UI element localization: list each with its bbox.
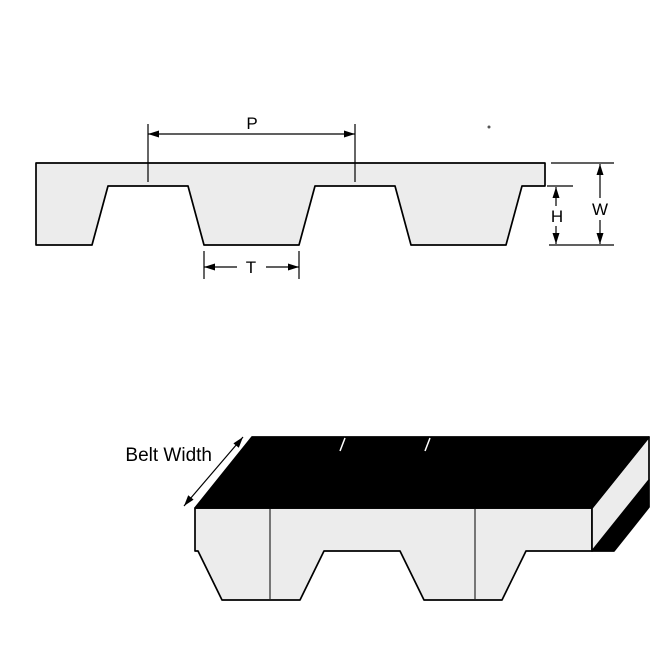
belt-width-arrowhead-lower — [184, 495, 194, 506]
tooth-arrow-right — [288, 263, 299, 271]
dimension-tooth-width: T — [203, 251, 300, 279]
height-arrow-up — [552, 187, 560, 198]
tooth-height-label: H — [551, 207, 563, 226]
belt-width-arrowhead-upper — [233, 437, 243, 448]
belt-thickness-label: W — [592, 200, 608, 219]
belt-width-arrow-line — [183, 436, 244, 507]
top-tick-right — [424, 437, 431, 452]
dimension-belt-thickness: W — [549, 162, 614, 246]
belt-top-surface — [194, 436, 650, 509]
top-tick-left — [339, 437, 346, 452]
dimension-belt-width: Belt Width — [125, 436, 244, 507]
dimension-pitch: P — [147, 114, 356, 182]
belt-front-face — [194, 507, 593, 601]
isometric-view: Belt Width — [125, 436, 650, 601]
thickness-arrow-down — [596, 233, 604, 244]
pitch-label: P — [246, 114, 257, 133]
tooth-width-label: T — [246, 258, 256, 277]
thickness-arrow-up — [596, 164, 604, 175]
pitch-arrow-right — [344, 130, 355, 138]
pitch-arrow-left — [148, 130, 159, 138]
belt-width-label: Belt Width — [125, 445, 212, 466]
cross-section-view: P T H W — [35, 114, 614, 279]
tooth-arrow-left — [204, 263, 215, 271]
stray-dot — [487, 125, 491, 129]
height-arrow-down — [552, 233, 560, 244]
dimension-tooth-height: H — [547, 185, 573, 244]
belt-profile — [35, 162, 546, 246]
